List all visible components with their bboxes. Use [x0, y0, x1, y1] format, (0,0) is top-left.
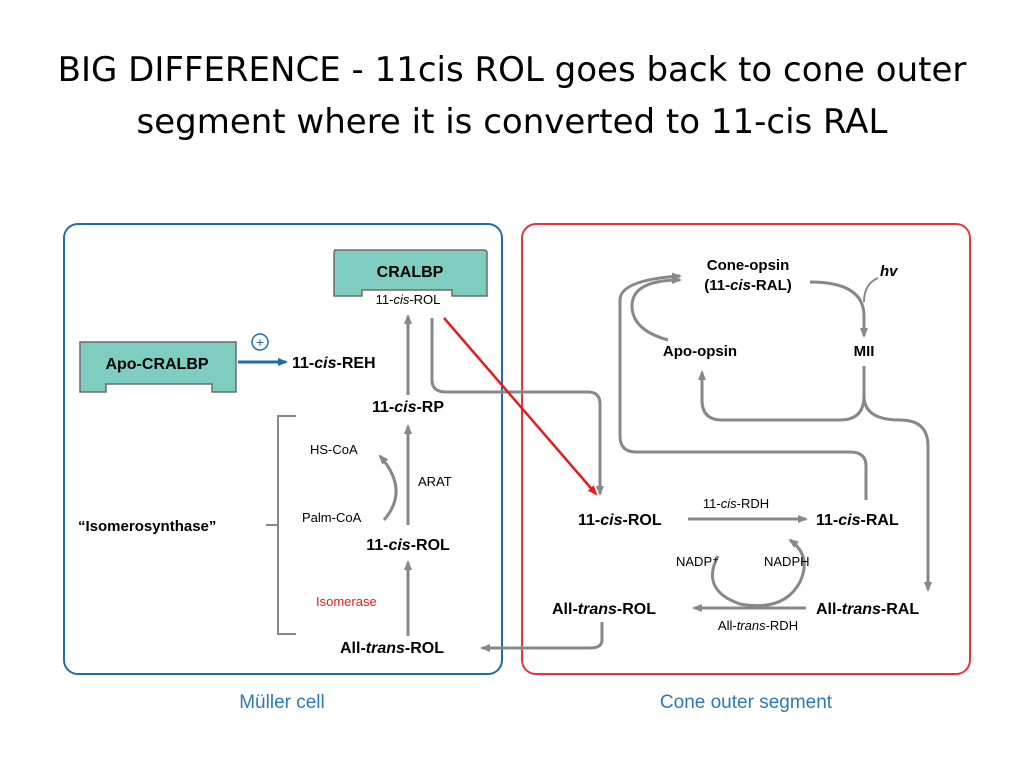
slide-title: BIG DIFFERENCE - 11cis ROL goes back to … [0, 44, 1024, 148]
hv-input [863, 277, 879, 303]
apo-cralbp-box [79, 341, 237, 393]
palm-coa-label: Palm-CoA [302, 510, 362, 525]
cralbp-to-cone-cis-rol-arrow [430, 318, 604, 496]
isomerosynthase-bracket [266, 415, 296, 635]
slide-title-line1: BIG DIFFERENCE - 11cis ROL goes back to … [57, 50, 967, 90]
cone-all-trans-rol-to-muller-arrow [480, 622, 604, 652]
nadp-plus-label: NADP⁺ [676, 554, 719, 569]
cis-ral-to-opsin-arrow [618, 272, 868, 500]
cralbp-label: CRALBP [377, 264, 444, 281]
apo-opsin-to-opsin-arrow [630, 276, 682, 342]
cis-rdh-label: 11-cis-RDH [703, 496, 769, 511]
nadph-label: NADPH [764, 554, 810, 569]
cone-opsin-chromophore-label: (11-cis-RAL) [704, 277, 792, 294]
plus-symbol: + [256, 334, 264, 350]
cone-cis-rol-label: 11-cis-ROL [578, 512, 662, 529]
apo-opsin-label: Apo-opsin [663, 343, 737, 360]
mii-to-apo-opsin-arrow [698, 366, 866, 422]
rol-label: 11-cis-ROL [366, 537, 450, 554]
cone-opsin-label: Cone-opsin [707, 257, 790, 274]
isomerosynthase-label: “Isomerosynthase” [78, 518, 216, 535]
cone-outer-segment-panel [521, 223, 971, 675]
cone-cis-ral-label: 11-cis-RAL [816, 512, 899, 529]
cone-all-trans-ral-label: All-trans-RAL [816, 601, 919, 618]
cralbp-box [333, 249, 488, 297]
cralbp-bound-ligand: 11-cis-ROL [376, 292, 441, 307]
arat-label: ARAT [418, 474, 452, 489]
isomerase-label: Isomerase [316, 594, 377, 609]
hv-label: hv [880, 263, 899, 280]
nadp-cycle-arrow [710, 538, 806, 608]
slide-title-line2: segment where it is converted to 11-cis … [136, 102, 888, 142]
apo-cralbp-label: Apo-CRALBP [105, 356, 208, 373]
reh-label: 11-cis-REH [292, 355, 376, 372]
muller-cell-caption: Müller cell [239, 692, 325, 713]
highlight-red-arrow [443, 317, 598, 496]
cone-outer-segment-caption: Cone outer segment [660, 692, 833, 713]
rp-label: 11-cis-RP [372, 399, 444, 416]
all-trans-rdh-label: All-trans-RDH [718, 618, 798, 633]
plus-icon [251, 333, 269, 351]
arat-curved-arrow [378, 454, 398, 521]
muller-cell-panel [63, 223, 503, 675]
mii-label: MII [854, 343, 875, 360]
mii-to-all-trans-ral-arrow [862, 395, 932, 592]
cone-all-trans-rol-label: All-trans-ROL [552, 601, 656, 618]
opsin-to-mii-arrow [809, 280, 868, 338]
hs-coa-label: HS-CoA [310, 442, 358, 457]
muller-all-trans-rol-label: All-trans-ROL [340, 640, 444, 657]
